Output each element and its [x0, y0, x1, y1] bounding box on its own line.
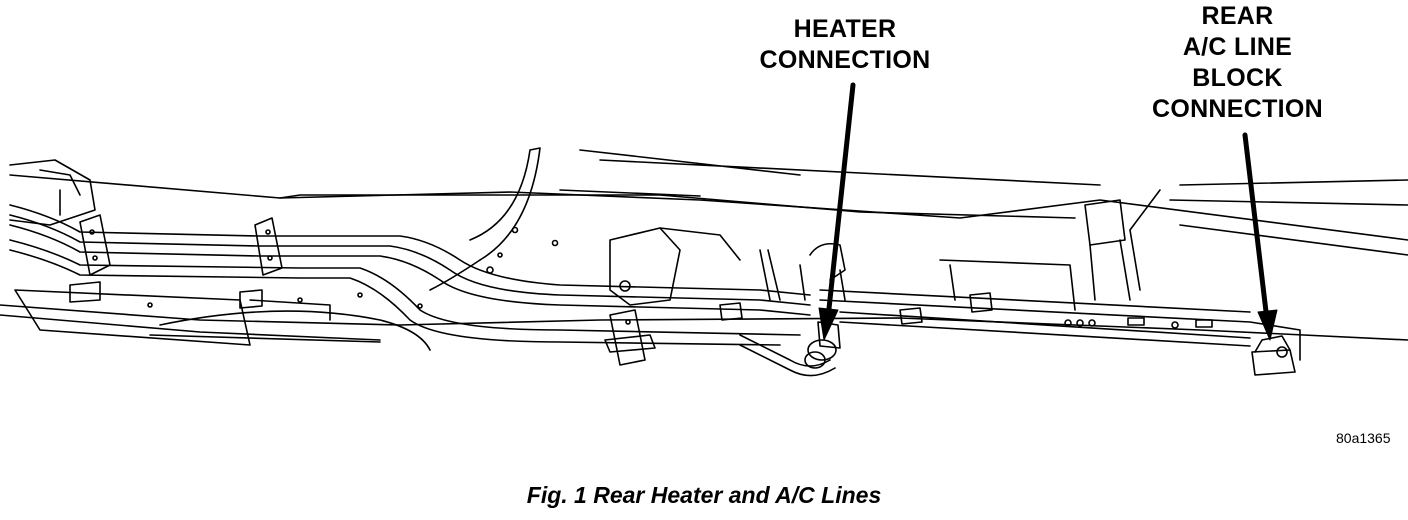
- rear-ac-line-block: [1251, 335, 1296, 376]
- heater-callout-line-2: CONNECTION: [759, 46, 931, 74]
- line-clamps: [69, 214, 993, 366]
- rear-ac-block-arrow: [1242, 132, 1278, 341]
- heater-callout-line-1: HEATER: [793, 15, 897, 43]
- heater-ac-line-bundle: [9, 204, 1251, 377]
- vehicle-underbody: [0, 147, 1408, 361]
- figure-code: 80a1365: [1336, 430, 1391, 446]
- heater-connection-label: HEATER CONNECTION: [745, 14, 945, 76]
- rear-callout-line-2: A/C LINE: [1182, 33, 1293, 61]
- figure-caption: Fig. 1 Rear Heater and A/C Lines: [526, 482, 882, 508]
- rear-callout-line-1: REAR: [1201, 2, 1274, 30]
- rear-callout-line-4: CONNECTION: [1151, 95, 1324, 123]
- rear-callout-line-3: BLOCK: [1192, 64, 1283, 92]
- heater-connection-arrow: [818, 82, 856, 341]
- rear-ac-line-block-label: REAR A/C LINE BLOCK CONNECTION: [1135, 1, 1340, 125]
